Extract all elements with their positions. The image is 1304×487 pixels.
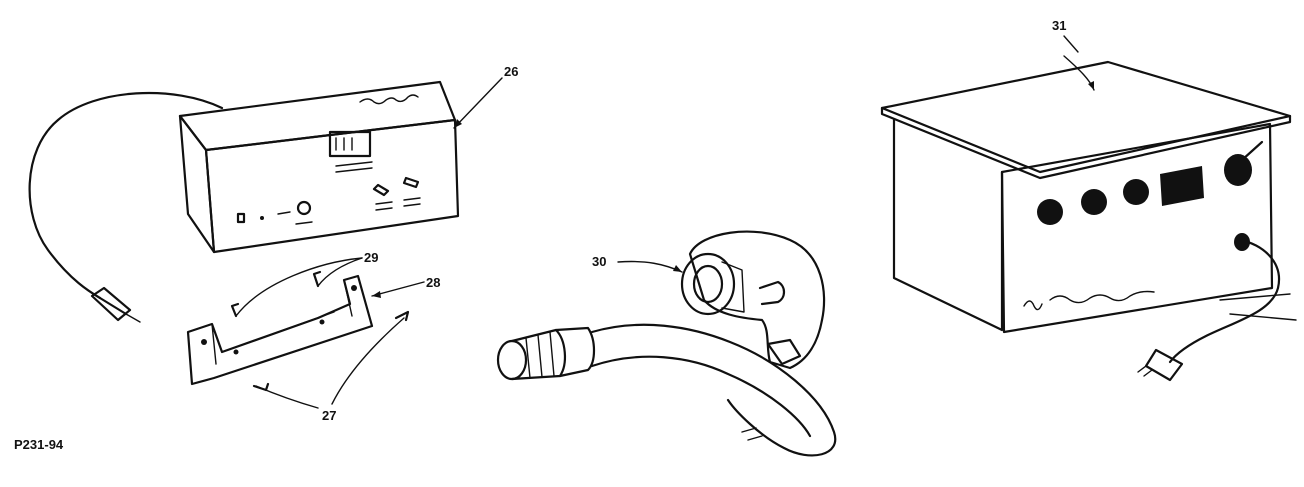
screws-29: 29	[230, 250, 378, 318]
callout-28: 28	[426, 275, 440, 290]
figure-id: P231-94	[14, 437, 64, 452]
mounting-bracket-28: 28	[186, 274, 440, 386]
control-box-knob	[296, 200, 312, 216]
indicator-2	[1081, 189, 1107, 215]
callout-26: 26	[504, 64, 518, 79]
sensor-ring	[680, 252, 736, 316]
toggle-switch-right	[402, 176, 420, 189]
callout-30: 30	[592, 254, 606, 269]
callout-29: 29	[364, 250, 378, 265]
toggle-switch-left	[372, 183, 390, 197]
control-box-cord	[28, 91, 224, 300]
power-display	[1160, 166, 1204, 206]
sensor-head-30: 30	[496, 230, 837, 457]
indicator-1	[1037, 199, 1063, 225]
control-box-display	[328, 130, 372, 158]
control-box-26: 26	[28, 64, 518, 323]
screws-27: 27	[252, 310, 410, 423]
power-switch	[1224, 154, 1252, 186]
callout-31: 31	[1052, 18, 1066, 33]
sensor-cable	[590, 323, 837, 457]
indicator-3	[1123, 179, 1149, 205]
power-supply-31: 31	[880, 18, 1297, 382]
callout-27: 27	[322, 408, 336, 423]
cable-connector	[496, 339, 528, 381]
power-cord	[1168, 238, 1281, 364]
